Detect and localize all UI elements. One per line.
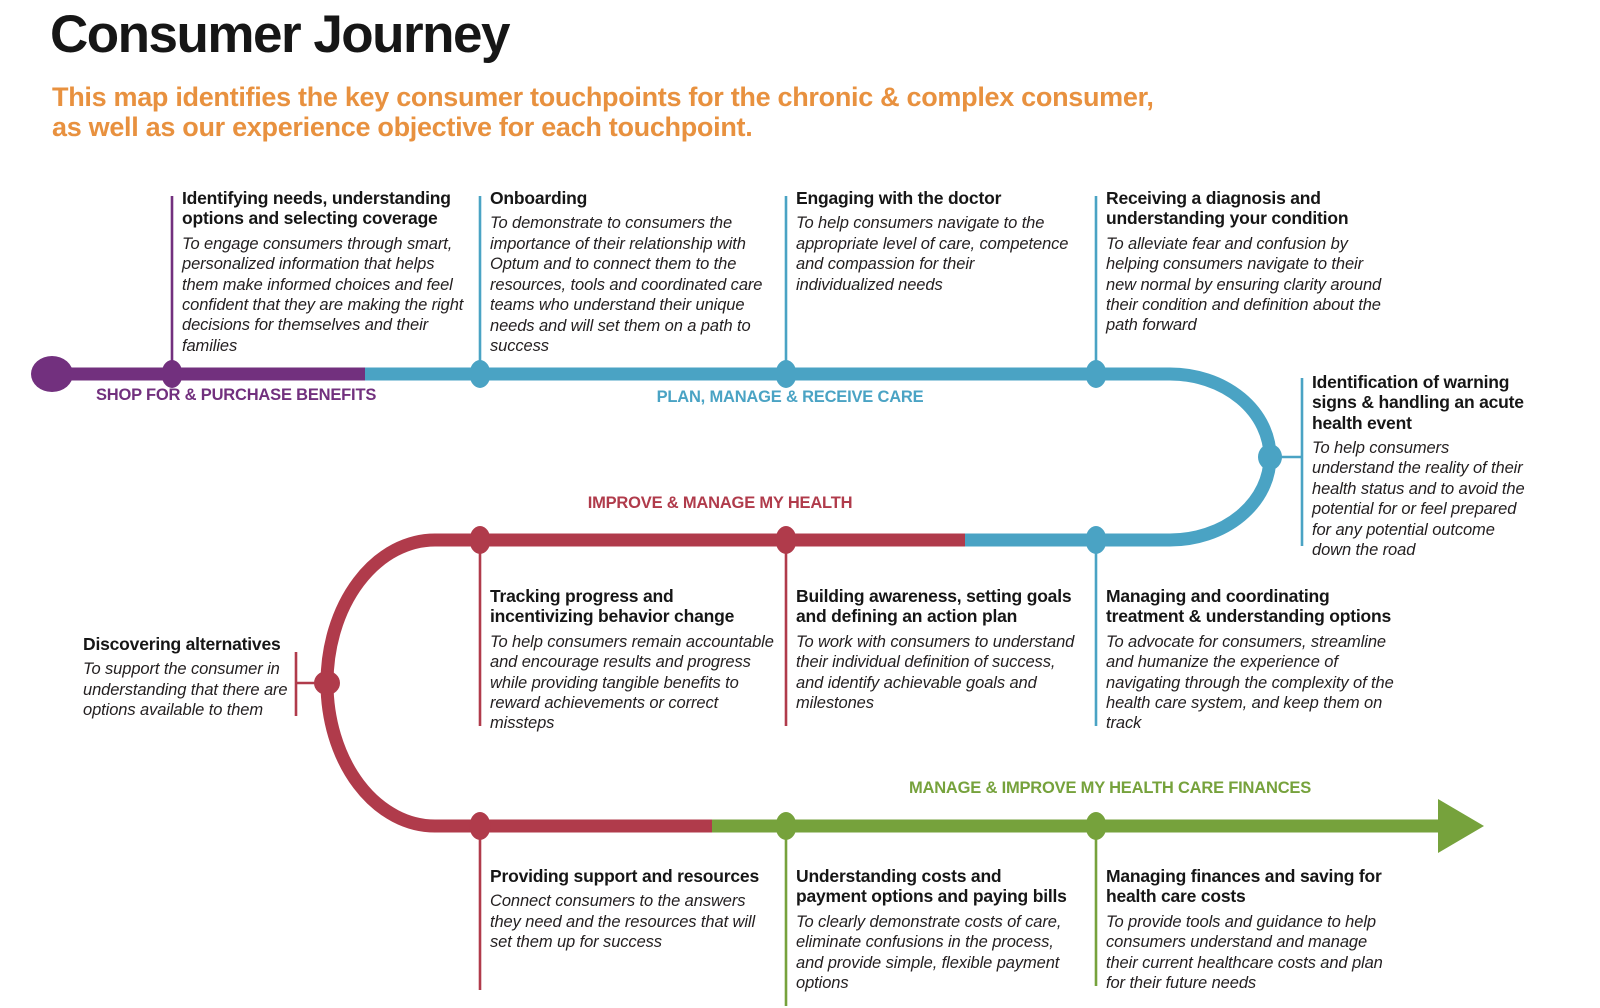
touchpoint-heading: Discovering alternatives [83, 634, 281, 654]
touchpoint-warning-signs: Identification of warning signs & handli… [1312, 372, 1534, 561]
journey-node [1085, 526, 1107, 554]
journey-node [775, 812, 797, 840]
touchpoint-identifying-needs: Identifying needs, understanding options… [182, 188, 464, 356]
touchpoint-tracking-progress: Tracking progress and incentivizing beha… [490, 586, 774, 734]
touchpoint-providing-support: Providing support and resources Connect … [490, 866, 770, 953]
touchpoint-heading: Onboarding [490, 188, 588, 208]
touchpoint-description: To advocate for consumers, streamline an… [1106, 632, 1394, 733]
stage-label-improve: IMPROVE & MANAGE MY HEALTH [587, 494, 853, 512]
touchpoint-heading: Engaging with the doctor [796, 188, 1002, 208]
touchpoint-description: To support the consumer in understanding… [83, 660, 288, 720]
journey-node [469, 812, 491, 840]
touchpoint-receiving-diagnosis: Receiving a diagnosis and understanding … [1106, 188, 1384, 336]
journey-node [314, 671, 340, 695]
journey-start-dot [31, 356, 73, 392]
journey-node [1258, 444, 1282, 470]
journey-node [1085, 360, 1107, 388]
journey-node [1085, 812, 1107, 840]
touchpoint-heading: Managing finances and saving for health … [1106, 866, 1382, 907]
touchpoint-understanding-costs: Understanding costs and payment options … [796, 866, 1076, 993]
touchpoint-heading: Tracking progress and incentivizing beha… [490, 586, 735, 627]
touchpoint-discovering-alternatives: Discovering alternatives To support the … [83, 634, 293, 721]
touchpoint-onboarding: Onboarding To demonstrate to consumers t… [490, 188, 768, 356]
touchpoint-description: To clearly demonstrate costs of care, el… [796, 912, 1062, 992]
journey-node [775, 526, 797, 554]
page-title: Consumer Journey [50, 5, 511, 64]
touchpoint-heading: Providing support and resources [490, 866, 759, 886]
touchpoint-engaging-doctor: Engaging with the doctor To help consume… [796, 188, 1074, 295]
journey-node [161, 360, 183, 388]
touchpoint-managing-finances: Managing finances and saving for health … [1106, 866, 1392, 993]
page-subtitle: This map identifies the key consumer tou… [52, 82, 1154, 143]
touchpoint-description: To alleviate fear and confusion by helpi… [1106, 234, 1382, 335]
stage-label-finances: MANAGE & IMPROVE MY HEALTH CARE FINANCES [908, 779, 1312, 797]
touchpoint-description: To help consumers remain accountable and… [490, 632, 774, 733]
journey-node [469, 526, 491, 554]
stage-label-shop: SHOP FOR & PURCHASE BENEFITS [96, 386, 377, 404]
touchpoint-heading: Identification of warning signs & handli… [1312, 372, 1524, 433]
touchpoint-description: To engage consumers through smart, perso… [182, 234, 464, 355]
arrowhead [1438, 799, 1484, 853]
journey-node [775, 360, 797, 388]
touchpoint-description: To help consumers understand the reality… [1312, 438, 1525, 560]
touchpoint-description: Connect consumers to the answers they ne… [490, 892, 756, 952]
touchpoint-description: To help consumers navigate to the approp… [796, 214, 1069, 294]
touchpoint-description: To work with consumers to understand the… [796, 632, 1075, 712]
touchpoint-description: To demonstrate to consumers the importan… [490, 214, 763, 356]
journey-node [469, 360, 491, 388]
touchpoint-heading: Identifying needs, understanding options… [182, 188, 451, 229]
touchpoint-building-awareness: Building awareness, setting goals and de… [796, 586, 1080, 713]
touchpoint-heading: Receiving a diagnosis and understanding … [1106, 188, 1349, 229]
touchpoint-description: To provide tools and guidance to help co… [1106, 912, 1383, 992]
stage-label-plan: PLAN, MANAGE & RECEIVE CARE [656, 388, 924, 406]
touchpoint-managing-treatment: Managing and coordinating treatment & un… [1106, 586, 1396, 734]
touchpoint-heading: Understanding costs and payment options … [796, 866, 1067, 907]
touchpoint-heading: Building awareness, setting goals and de… [796, 586, 1072, 627]
touchpoint-heading: Managing and coordinating treatment & un… [1106, 586, 1392, 627]
